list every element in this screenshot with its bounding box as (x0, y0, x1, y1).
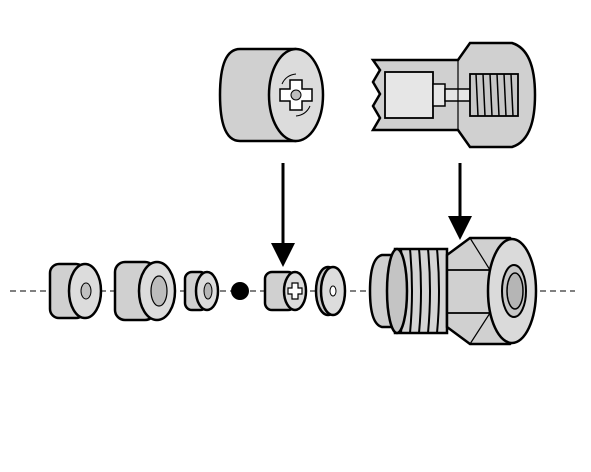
detail-swirl-insert (218, 47, 325, 143)
detail-body-cutaway (370, 41, 537, 149)
swirl-insert-part (263, 270, 308, 312)
spacer-part (113, 260, 177, 322)
orifice-disc-part (314, 265, 347, 317)
seat-part (183, 270, 220, 312)
ball-part (231, 282, 249, 300)
nozzle-body-part (368, 236, 538, 346)
disc-part (48, 262, 103, 320)
